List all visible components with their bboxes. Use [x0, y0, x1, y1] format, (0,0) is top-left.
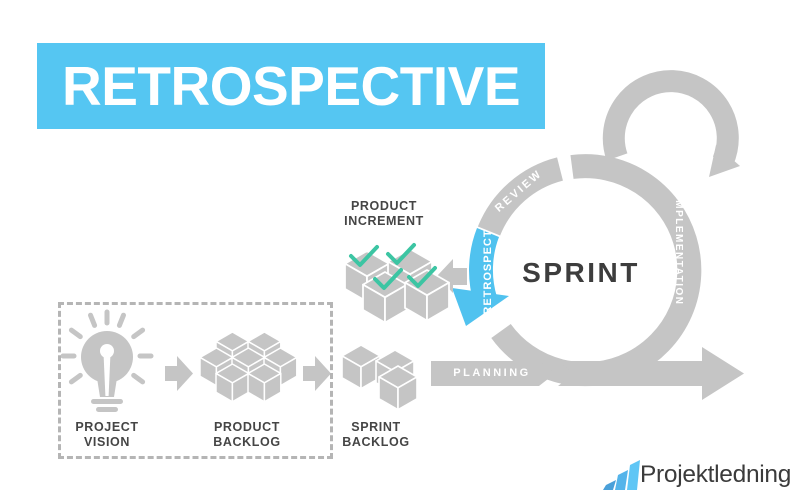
retrospect-label: RETROSPECT	[482, 229, 494, 315]
workflow-box	[58, 302, 333, 459]
lightbulb-icon	[60, 309, 154, 412]
sprint-ring-icon	[491, 154, 702, 387]
implementation-label: IMPLEMENTATION	[673, 196, 684, 306]
planning-label: PLANNING	[453, 367, 531, 379]
retrospect-arrow-icon	[452, 228, 509, 326]
product-increment-label: PRODUCT INCREMENT	[344, 199, 424, 228]
increment-arrow-icon	[437, 259, 467, 293]
page-title: RETROSPECTIVE	[61, 55, 521, 117]
sprint-backlog-cubes-icon	[341, 344, 418, 411]
flow-arrow-icon	[165, 356, 193, 391]
flow-arrow-icon	[303, 356, 331, 391]
planning-arrow-icon	[431, 361, 555, 386]
product-backlog-label: PRODUCT BACKLOG	[213, 420, 281, 449]
sprint-backlog-label: SPRINT BACKLOG	[342, 420, 410, 449]
title-banner: RETROSPECTIVE	[37, 43, 545, 129]
project-vision-label: PROJECT VISION	[75, 420, 139, 449]
logo-text: Projektledning	[640, 461, 792, 488]
logo-bars-icon	[603, 460, 640, 490]
review-arc-icon	[477, 157, 564, 236]
scrum-loop-icon	[602, 70, 740, 177]
exit-arrow-icon	[558, 347, 744, 400]
product-increment-cubes-icon	[344, 248, 450, 324]
sprint-label: SPRINT	[522, 257, 640, 288]
